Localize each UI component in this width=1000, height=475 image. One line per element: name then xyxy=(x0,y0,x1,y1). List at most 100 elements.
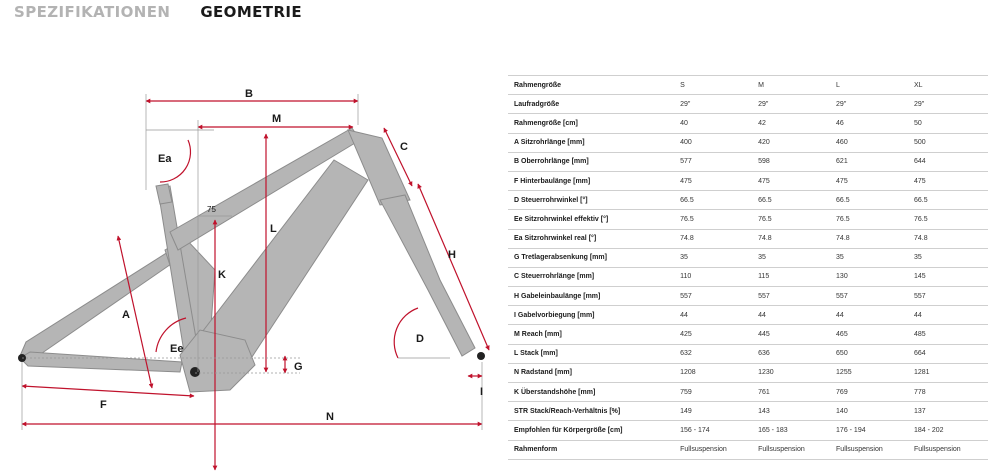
table-cell: 632 xyxy=(676,344,755,364)
tab-geometrie[interactable]: GEOMETRIE xyxy=(200,3,303,21)
table-cell: 29" xyxy=(754,94,833,115)
table-cell: 577 xyxy=(676,152,755,172)
row-label: C Steuerrohrlänge [mm] xyxy=(508,267,677,288)
table-cell: M xyxy=(754,74,833,96)
table-cell: 769 xyxy=(832,382,910,403)
table-cell: 76.5 xyxy=(910,209,988,230)
table-cell: 66.5 xyxy=(676,190,755,211)
table-cell: 35 xyxy=(832,248,910,268)
table-cell: 140 xyxy=(832,401,910,422)
label-F: F xyxy=(100,399,107,411)
tab-bar: SPEZIFIKATIONEN GEOMETRIE xyxy=(14,3,302,21)
table-cell: 557 xyxy=(754,286,833,307)
table-cell: 143 xyxy=(754,401,833,422)
label-I: I xyxy=(480,386,483,398)
table-cell: 500 xyxy=(910,133,988,153)
label-D: D xyxy=(416,333,424,345)
table-cell: 1230 xyxy=(754,363,833,384)
table-cell: 1255 xyxy=(832,363,910,384)
label-A: A xyxy=(122,309,130,321)
label-75: 75 xyxy=(207,205,216,214)
table-cell: XL xyxy=(910,74,988,96)
table-cell: 130 xyxy=(832,267,910,288)
table-cell: 165 - 183 xyxy=(754,420,833,441)
row-label: Empfohlen für Körpergröße [cm] xyxy=(508,420,677,441)
table-cell: 35 xyxy=(910,248,988,268)
label-N: N xyxy=(326,411,334,423)
table-cell: 636 xyxy=(754,344,833,364)
row-label: M Reach [mm] xyxy=(508,324,677,345)
label-C: C xyxy=(400,141,408,153)
table-cell: Fullsuspension xyxy=(832,440,910,460)
table-cell: L xyxy=(832,74,910,96)
tab-spezifikationen[interactable]: SPEZIFIKATIONEN xyxy=(14,3,171,21)
label-Ee: Ee xyxy=(170,343,183,355)
table-cell: 29" xyxy=(676,94,755,115)
table-cell: 50 xyxy=(910,113,988,134)
row-label: K Überstandshöhe [mm] xyxy=(508,382,677,403)
table-cell: 29" xyxy=(910,94,988,115)
table-cell: 35 xyxy=(754,248,833,268)
table-cell: 44 xyxy=(754,305,833,326)
table-cell: 44 xyxy=(832,305,910,326)
row-label: G Tretlagerabsenkung [mm] xyxy=(508,248,677,268)
row-label: Rahmengröße xyxy=(508,74,677,96)
row-label: Rahmenform xyxy=(508,440,677,460)
row-label: L Stack [mm] xyxy=(508,344,677,364)
table-cell: 42 xyxy=(754,113,833,134)
table-cell: 664 xyxy=(910,344,988,364)
bottom-bracket xyxy=(190,367,200,377)
table-cell: 115 xyxy=(754,267,833,288)
table-cell: 74.8 xyxy=(754,229,833,249)
table-cell: 44 xyxy=(910,305,988,326)
bike-frame xyxy=(19,127,476,393)
label-H: H xyxy=(448,249,456,261)
table-cell: 66.5 xyxy=(832,190,910,211)
table-cell: 110 xyxy=(676,267,755,288)
table-cell: 557 xyxy=(676,286,755,307)
geometry-diagram: B M C Ea 75 L K A H Ee D G F N I xyxy=(18,88,490,471)
label-M: M xyxy=(272,113,281,125)
table-cell: 650 xyxy=(832,344,910,364)
table-cell: 485 xyxy=(910,324,988,345)
table-cell: 598 xyxy=(754,152,833,172)
label-Ea: Ea xyxy=(158,153,172,165)
table-cell: 557 xyxy=(910,286,988,307)
row-label: STR Stack/Reach-Verhältnis [%] xyxy=(508,401,677,422)
table-cell: 137 xyxy=(910,401,988,422)
row-label: Rahmengröße [cm] xyxy=(508,113,677,134)
table-cell: 475 xyxy=(910,171,988,192)
table-cell: 1208 xyxy=(676,363,755,384)
table-cell: 425 xyxy=(676,324,755,345)
table-cell: 40 xyxy=(676,113,755,134)
table-cell: 35 xyxy=(676,248,755,268)
row-label: B Oberrohrlänge [mm] xyxy=(508,152,677,172)
table-cell: 76.5 xyxy=(676,209,755,230)
table-cell: 176 - 194 xyxy=(832,420,910,441)
table-cell: 156 - 174 xyxy=(676,420,755,441)
table-cell: 621 xyxy=(832,152,910,172)
table-cell: 149 xyxy=(676,401,755,422)
row-label: N Radstand [mm] xyxy=(508,363,677,384)
table-cell: 644 xyxy=(910,152,988,172)
table-cell: 759 xyxy=(676,382,755,403)
table-cell: 465 xyxy=(832,324,910,345)
table-cell: 420 xyxy=(754,133,833,153)
table-cell: 74.8 xyxy=(676,229,755,249)
table-cell: 76.5 xyxy=(832,209,910,230)
